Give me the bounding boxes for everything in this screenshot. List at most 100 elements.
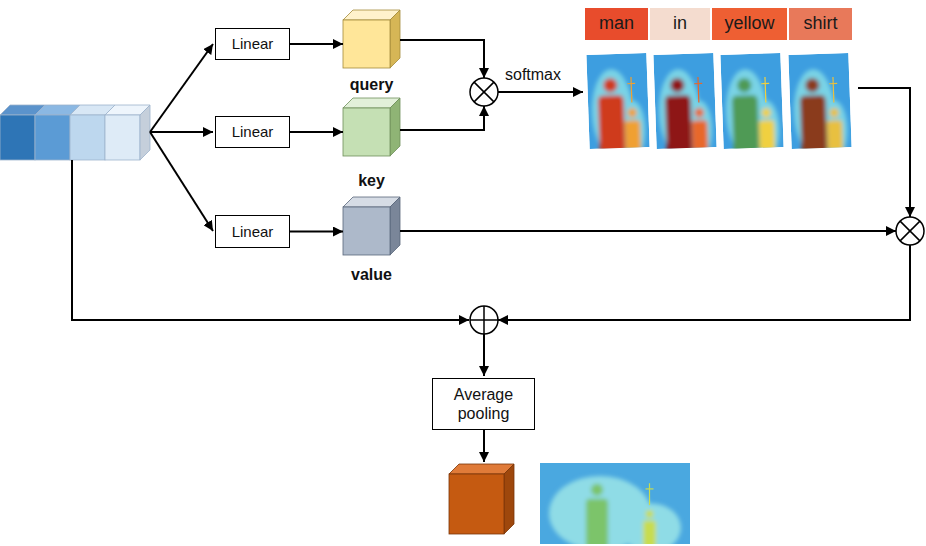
- heatmap-image: [646, 483, 654, 505]
- heatmap-image: [805, 78, 819, 92]
- value-cube: [343, 197, 400, 255]
- heatmap-image: [586, 53, 650, 158]
- flow-line: [400, 230, 896, 232]
- heatmap-image: [761, 108, 771, 118]
- heatmap-image: [764, 77, 766, 102]
- heatmap-image: [646, 488, 654, 489]
- heatmap-image: [627, 83, 635, 84]
- heatmap-image: [759, 120, 775, 149]
- heatmap-image: [621, 504, 681, 545]
- word-token: yellow: [712, 8, 787, 40]
- add-symbol: [483, 306, 485, 334]
- input-feature-cubes: [70, 115, 105, 160]
- heatmap-image: [832, 77, 834, 102]
- flow-line: [400, 106, 484, 130]
- heatmap-image: [800, 95, 828, 149]
- heatmap-image: [591, 484, 603, 496]
- multiply-symbol: [470, 78, 498, 106]
- node-text: in: [673, 13, 687, 35]
- heatmap-image: [591, 68, 647, 149]
- label-text: softmax: [505, 66, 561, 83]
- operation-label: softmax: [505, 66, 561, 84]
- heatmap-image: [694, 77, 703, 103]
- heatmap-image: [829, 83, 837, 84]
- pooling-box: Average pooling: [432, 378, 535, 430]
- heatmap-image: [761, 77, 770, 103]
- value-cube: [390, 197, 400, 255]
- heatmap-image: [645, 510, 653, 518]
- heatmap-image: [627, 108, 637, 118]
- heatmap-image: [670, 78, 684, 92]
- heatmap-image: [549, 476, 681, 544]
- add-symbol: [470, 306, 498, 334]
- input-feature-cubes: [0, 105, 150, 160]
- heatmap-image: [649, 483, 650, 505]
- heatmap-image: [630, 77, 632, 102]
- query-cube: [343, 10, 400, 68]
- node-text: Linear: [232, 123, 274, 141]
- word-token: man: [585, 8, 648, 40]
- heatmap-image: [737, 78, 751, 92]
- heatmap-image: [720, 53, 784, 158]
- multiply-symbol: [474, 82, 494, 102]
- heatmap-image: [827, 120, 843, 149]
- node-text: Average pooling: [438, 385, 529, 423]
- heatmap-image: [653, 53, 717, 158]
- linear-layer-box: Linear: [215, 116, 290, 148]
- heatmap-image: [761, 83, 769, 84]
- heatmap-image: [793, 68, 849, 149]
- add-symbol: [470, 306, 498, 334]
- flow-line: [150, 132, 213, 231]
- flow-arrow: [290, 43, 343, 45]
- linear-layer-box: Linear: [215, 28, 290, 60]
- flow-line: [858, 88, 910, 217]
- node-text: Linear: [232, 223, 274, 241]
- flow-line: [72, 160, 469, 320]
- node-text: man: [599, 13, 634, 35]
- key-cube: [343, 108, 390, 156]
- key-cube: [390, 98, 400, 156]
- heatmap-images: [540, 53, 852, 546]
- flow-line: [72, 40, 910, 462]
- value-tensor: value: [343, 197, 400, 284]
- heatmap-image: [586, 499, 608, 544]
- heatmap-image: [540, 463, 690, 546]
- input-feature-cubes: [105, 115, 140, 160]
- word-token: shirt: [789, 8, 852, 40]
- heatmap-image: [603, 78, 617, 92]
- flow-arrow: [290, 231, 343, 233]
- node-text: Linear: [232, 35, 274, 53]
- heatmap-image: [540, 463, 690, 544]
- heatmap-image: [829, 77, 838, 103]
- heatmap-image: [829, 108, 839, 118]
- node-text: yellow: [724, 13, 774, 35]
- output-cube: [449, 464, 514, 534]
- heatmap-image: [788, 53, 851, 149]
- output-cube: [449, 474, 504, 534]
- node-text: key: [358, 171, 385, 190]
- flow-line: [150, 131, 213, 133]
- multiply-symbol: [474, 82, 494, 102]
- flow-arrow: [290, 131, 343, 133]
- heatmap-image: [725, 68, 781, 149]
- heatmap-image: [788, 53, 852, 158]
- flow-line: [483, 430, 485, 462]
- heatmap-image: [692, 120, 708, 149]
- output-cube: [449, 464, 514, 474]
- heatmap-image: [720, 53, 783, 149]
- input-feature-cubes: [35, 115, 70, 160]
- heatmap-image: [658, 68, 714, 149]
- heatmap-image: [694, 83, 702, 84]
- node-text: shirt: [803, 13, 837, 35]
- input-feature-cubes: [0, 115, 35, 160]
- flow-line: [150, 44, 213, 132]
- multiply-symbol: [896, 217, 924, 245]
- input-feature-cubes: [140, 105, 150, 160]
- word-token: in: [650, 8, 710, 40]
- heatmap-image: [627, 77, 636, 103]
- flow-line: [483, 334, 485, 376]
- heatmap-image: [653, 53, 716, 149]
